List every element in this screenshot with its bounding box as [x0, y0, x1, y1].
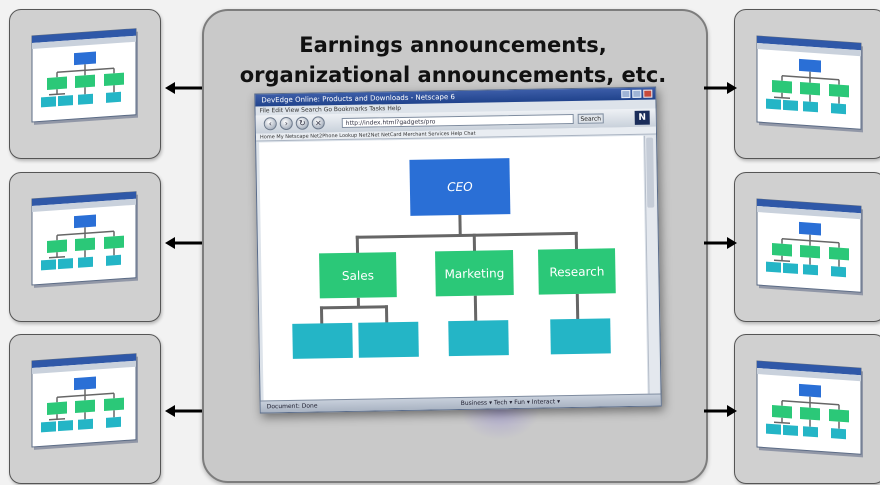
org-node-sales: Sales	[319, 252, 397, 299]
arrow-left-icon	[165, 82, 202, 94]
org-chart: CEO Sales Marketing Research	[259, 136, 647, 401]
org-node-ceo: CEO	[409, 158, 511, 216]
reload-icon[interactable]: ↻	[295, 116, 309, 130]
headline-line-1: Earnings announcements,	[299, 33, 607, 57]
back-icon[interactable]: ‹	[263, 117, 277, 131]
org-node-leaf	[358, 321, 419, 358]
minimize-icon[interactable]	[621, 89, 631, 99]
connector-line	[458, 214, 462, 235]
right-thumbnail-2	[734, 172, 880, 322]
org-chart-window-icon	[31, 28, 138, 125]
left-thumbnail-2	[9, 172, 161, 322]
status-right[interactable]: Business ▾ Tech ▾ Fun ▾ Interact ▾	[460, 398, 561, 407]
org-chart-window-icon	[756, 198, 863, 296]
browser-viewport: CEO Sales Marketing Research	[259, 135, 648, 401]
headline: Earnings announcements, organizational a…	[205, 30, 701, 90]
connector-line	[355, 231, 578, 239]
org-node-leaf	[292, 322, 353, 359]
org-chart-window-icon	[31, 353, 138, 450]
scrollbar-thumb[interactable]	[646, 137, 655, 208]
left-thumbnail-1	[9, 9, 161, 159]
org-node-leaf	[448, 320, 509, 357]
org-node-leaf	[550, 318, 611, 355]
netscape-logo: N	[634, 110, 650, 125]
connector-line	[473, 295, 478, 322]
right-thumbnail-3	[734, 334, 880, 484]
left-thumbnail-3	[9, 334, 161, 484]
forward-icon[interactable]: ›	[279, 116, 293, 131]
right-thumbnail-1	[734, 9, 880, 159]
url-input[interactable]: http://index.html?gadgets/pro	[341, 113, 574, 129]
status-left: Document: Done	[266, 402, 318, 411]
browser-window: DevEdge Online: Products and Downloads -…	[254, 86, 662, 414]
close-icon[interactable]	[643, 89, 653, 98]
org-node-research: Research	[538, 248, 616, 295]
arrow-right-icon	[704, 82, 737, 94]
arrow-left-icon	[165, 405, 202, 417]
arrow-right-icon	[704, 237, 737, 249]
connector-line	[319, 305, 389, 310]
connector-line	[575, 293, 580, 320]
org-node-marketing: Marketing	[435, 250, 514, 297]
org-chart-window-icon	[756, 360, 863, 458]
arrow-left-icon	[165, 237, 202, 249]
connector-line	[319, 306, 324, 325]
arrow-right-icon	[704, 405, 737, 417]
search-button[interactable]: Search	[577, 113, 604, 124]
headline-line-2: organizational announcements, etc.	[239, 63, 667, 87]
stop-icon[interactable]: ×	[311, 116, 325, 130]
org-chart-window-icon	[31, 191, 138, 288]
org-chart-window-icon	[756, 35, 863, 133]
connector-line	[384, 305, 389, 324]
maximize-icon[interactable]	[632, 89, 642, 98]
